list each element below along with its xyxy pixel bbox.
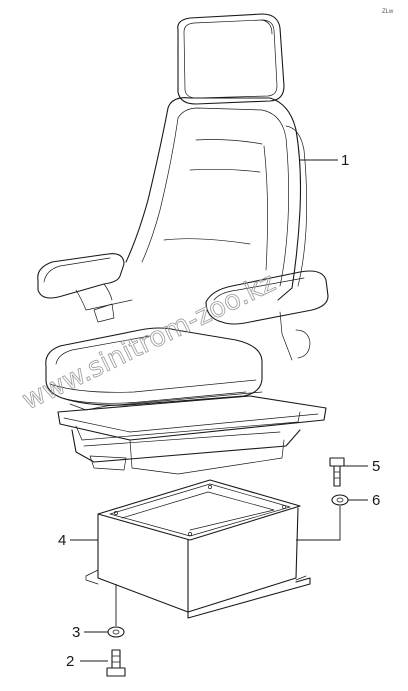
callout-6: 6 <box>372 492 380 509</box>
callout-2: 2 <box>66 653 74 670</box>
left-armrest <box>37 253 133 323</box>
backrest <box>125 97 308 301</box>
bolt-upper <box>329 457 345 487</box>
washer-upper <box>331 494 349 506</box>
seat-cushion <box>45 327 263 406</box>
right-armrest <box>205 270 329 361</box>
seat-base-box <box>85 479 311 619</box>
callout-1: 1 <box>341 152 349 169</box>
callout-4: 4 <box>58 532 66 549</box>
headrest <box>177 13 285 105</box>
callout-5: 5 <box>372 458 380 475</box>
corner-code: ZLw <box>382 9 394 15</box>
suspension-base <box>57 391 327 475</box>
washer-lower <box>107 626 125 638</box>
assembly-axis-upper <box>296 506 341 541</box>
callout-3: 3 <box>72 624 80 641</box>
seat-assembly <box>37 13 329 475</box>
bolt-lower <box>106 649 126 677</box>
